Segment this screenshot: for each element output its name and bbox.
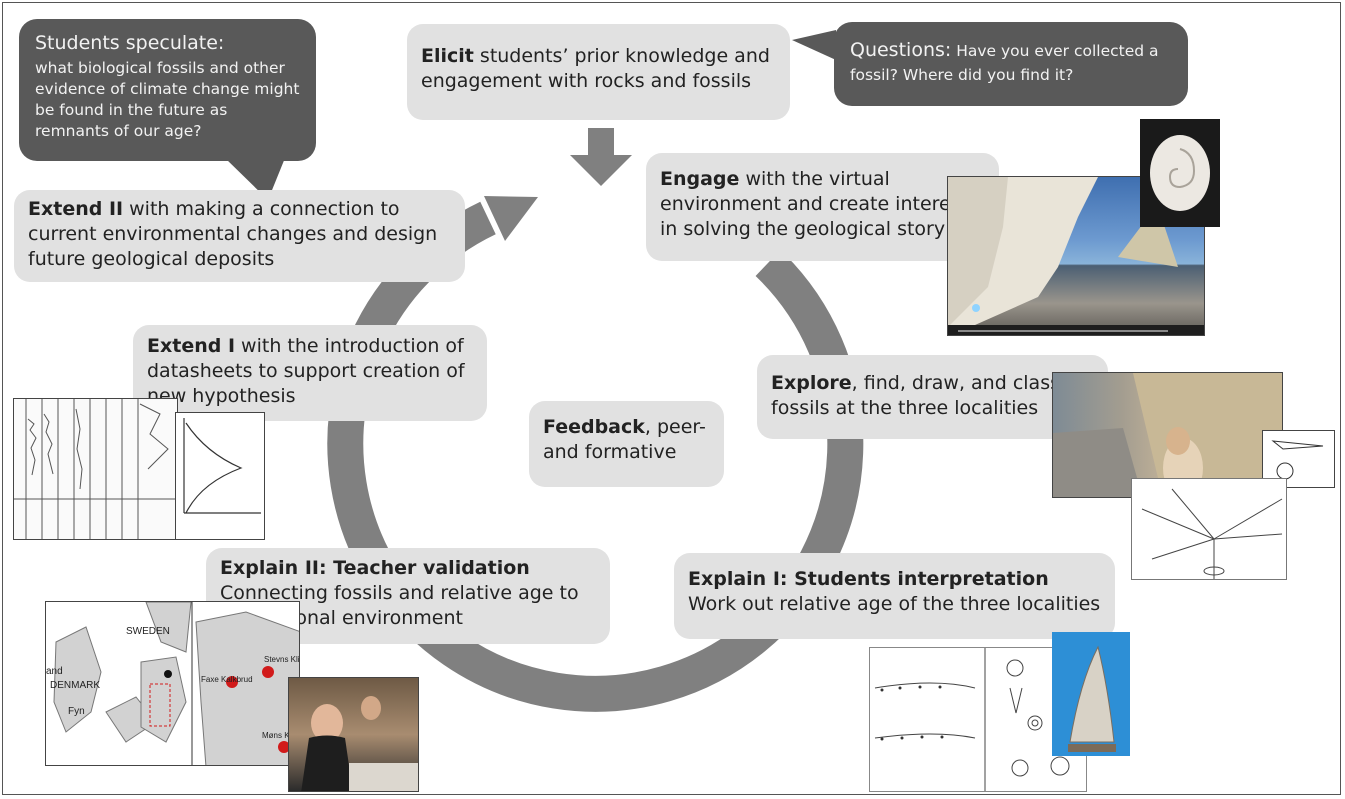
questions-text: Have you ever collected a fossil? Where … (850, 42, 1159, 84)
step-explore-head: Explore (771, 372, 852, 394)
step-extend2-head: Extend II (28, 198, 124, 220)
step-explain1-text: Work out relative age of the three local… (688, 593, 1101, 615)
step-elicit-head: Elicit (421, 45, 474, 67)
step-explain1-head: Explain I: Students interpretation (688, 568, 1049, 590)
step-extend2: Extend II with making a connection to cu… (14, 190, 465, 282)
step-engage-text: with the virtual environment and create … (660, 168, 969, 240)
step-engage-head: Engage (660, 168, 740, 190)
step-extend1-head: Extend I (147, 335, 236, 357)
denmark-map: SWEDEN DENMARK and Fyn Faxe Kalkbrud Ste… (45, 601, 300, 766)
fossil-drawings-sketch (869, 647, 1087, 792)
step-explain2-head: Explain II: Teacher validation (220, 557, 530, 579)
shark-tooth-image (1052, 632, 1130, 756)
step-feedback-text: , peer- and formative (543, 416, 706, 463)
map-label-fyn: Fyn (68, 706, 85, 717)
virtual-environment-image (947, 176, 1205, 336)
speculate-text: what biological fossils and other eviden… (35, 59, 300, 140)
abundance-graph (175, 412, 265, 540)
map-label-sweden: SWEDEN (126, 626, 170, 637)
step-extend2-text: with making a connection to current envi… (28, 198, 438, 270)
step-elicit-text: students’ prior knowledge and engagement… (421, 45, 770, 92)
fossil-key-sketch (1131, 478, 1287, 580)
ammonite-fossil-image (1140, 119, 1220, 227)
datasheet-image (13, 398, 178, 540)
map-label-edge-land: and (46, 666, 63, 677)
step-explain1: Explain I: Students interpretation Work … (674, 553, 1115, 639)
map-label-denmark: DENMARK (50, 680, 100, 691)
cycle-arrowhead (484, 196, 538, 241)
explore-photo (1052, 372, 1283, 498)
speculate-bubble: Students speculate: what biological foss… (19, 19, 316, 161)
step-explore: Explore, find, draw, and classify fossil… (757, 355, 1108, 439)
step-feedback-head: Feedback (543, 416, 645, 438)
questions-title: Questions: (850, 39, 952, 61)
map-label-mons: Møns Klint (262, 731, 300, 740)
map-label-stevns: Stevns Klint (264, 655, 300, 664)
questions-bubble: Questions: Have you ever collected a fos… (834, 22, 1188, 106)
step-extend1: Extend I with the introduction of datash… (133, 325, 487, 421)
teacher-photo (288, 677, 419, 792)
speculate-title: Students speculate: (35, 32, 225, 54)
step-explore-text: , find, draw, and classify fossils at th… (771, 372, 1083, 419)
map-label-faxe: Faxe Kalkbrud (201, 675, 253, 684)
step-engage: Engage with the virtual environment and … (646, 153, 999, 261)
step-explain2: Explain II: Teacher validation Connectin… (206, 548, 610, 644)
step-extend1-text: with the introduction of datasheets to s… (147, 335, 465, 407)
down-arrow (570, 128, 632, 186)
step-elicit: Elicit students’ prior knowledge and eng… (407, 24, 790, 120)
step-feedback: Feedback, peer- and formative (529, 401, 724, 487)
